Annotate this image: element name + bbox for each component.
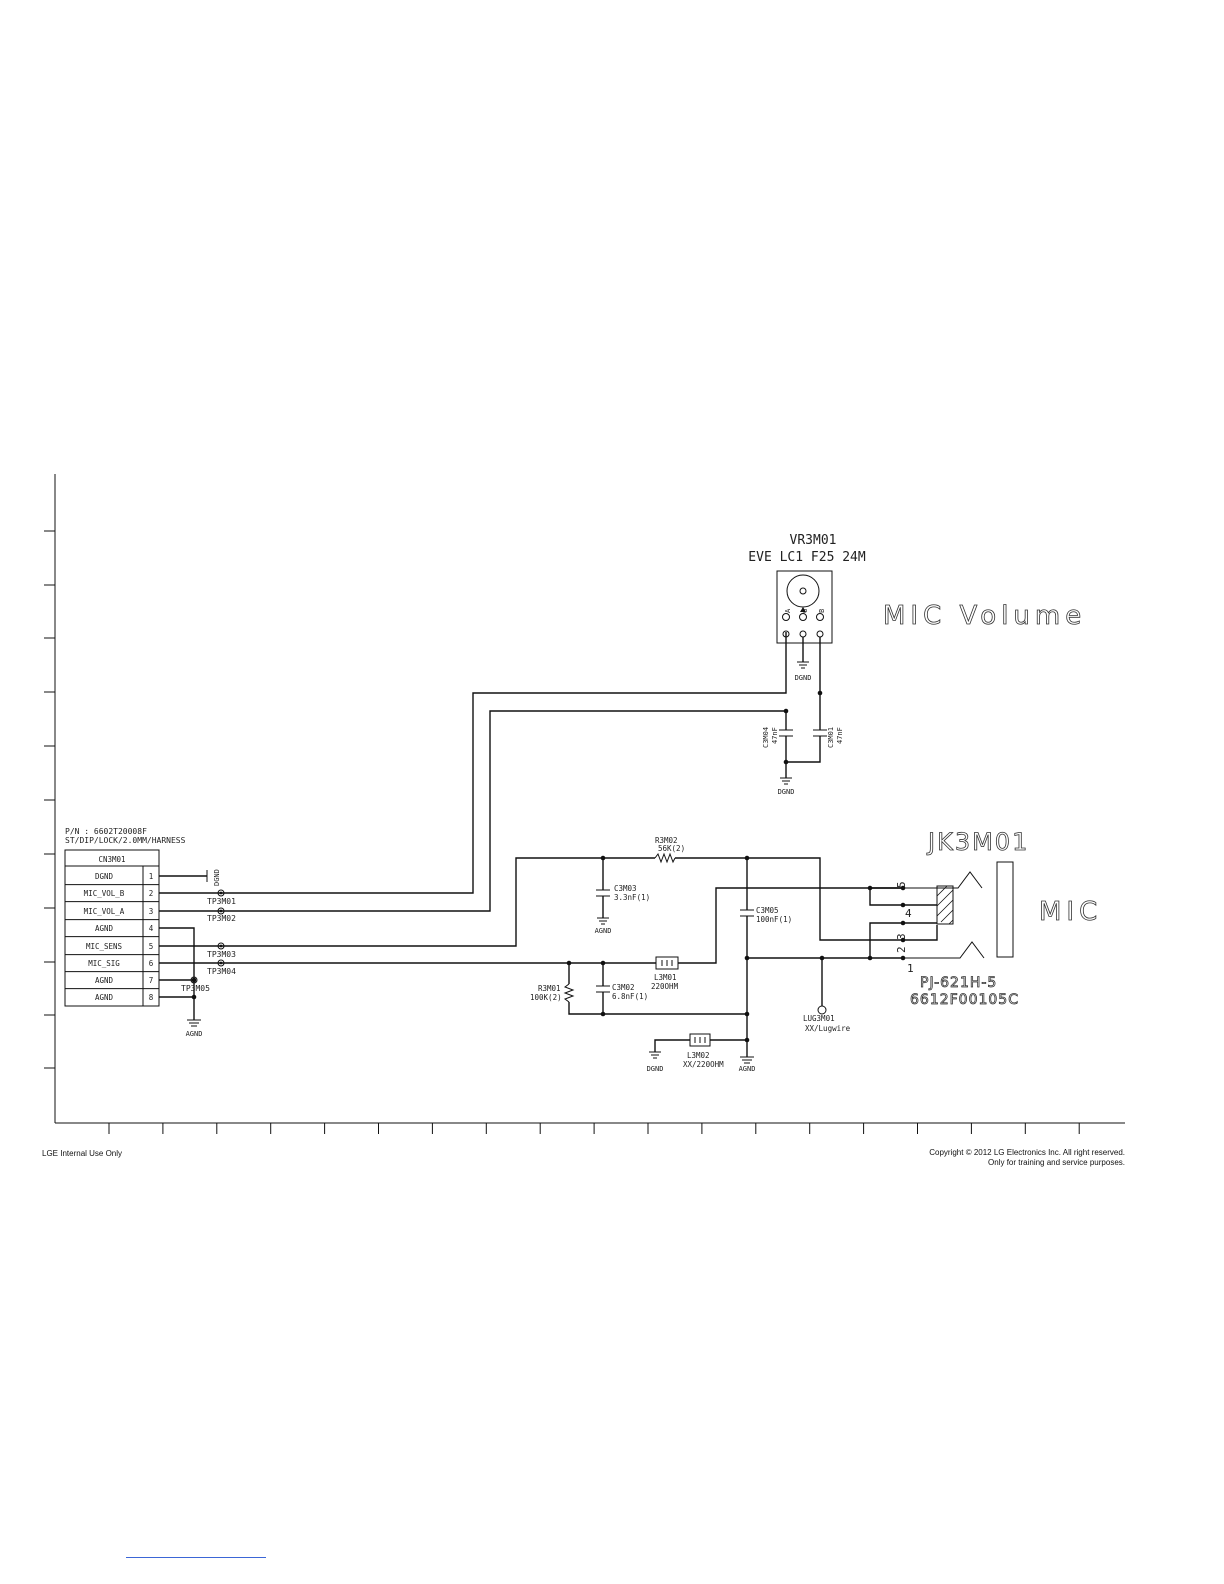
connector-pin-label: MIC_SIG [88, 959, 120, 968]
volume-pin-g: G [801, 609, 809, 613]
jack-pin-2: 2 [895, 946, 908, 953]
volume-knob-icon [786, 574, 820, 608]
footer-purpose: Only for training and service purposes. [988, 1158, 1125, 1167]
l3m02-ref: L3M02 [687, 1051, 710, 1060]
blue-rule [126, 1557, 266, 1558]
connector-ref: CN3M01 [98, 855, 125, 864]
c3m01-value: 47nF [836, 727, 844, 744]
connector-pn: P/N : 6602T20008F [65, 827, 147, 836]
l3m02-value: XX/220OHM [683, 1060, 724, 1069]
c3m02-value: 6.8nF(1) [612, 992, 648, 1001]
connector-pin-label: DGND [95, 872, 114, 881]
caps-top: DGND C3M04 47nF C3M01 47nF [762, 637, 844, 796]
jack-pn: 6612F00105C [910, 992, 1019, 1008]
tp3m01-label: TP3M01 [207, 897, 236, 906]
volume-part: EVE LC1 F25 24M [748, 550, 866, 565]
connector-spec: ST/DIP/LOCK/2.0MM/HARNESS [65, 836, 186, 845]
r3m02-value: 56K(2) [658, 844, 685, 853]
connector-pin-number: 4 [149, 924, 154, 933]
signal-filter: R3M01 100K(2) C3M02 6.8nF(1) L3M01 220OH… [530, 956, 747, 1017]
lug-lug3m01: LUG3M01 XX/Lugwire [747, 955, 903, 1033]
footer-left: LGE Internal Use Only [42, 1149, 122, 1158]
c3m03-ref: C3M03 [614, 884, 637, 893]
tp3m04-label: TP3M04 [207, 967, 236, 976]
ferrite-l3m02: L3M02 XX/220OHM DGND AGND [647, 1033, 756, 1073]
tp3m02-label: TP3M02 [207, 914, 236, 923]
footer-copyright: Copyright © 2012 LG Electronics Inc. All… [929, 1148, 1125, 1157]
l3m01-value: 220OHM [651, 982, 679, 991]
tp3m03-label: TP3M03 [207, 950, 236, 959]
l3m01-ref: L3M01 [654, 973, 677, 982]
connector-wires [159, 632, 903, 964]
r3m01-value: 100K(2) [530, 993, 562, 1002]
resistor-r3m02: R3M02 56K(2) [600, 836, 750, 864]
connector-pin-label: MIC_VOL_A [84, 907, 125, 916]
testpoints: TP3M01 TP3M02 TP3M03 TP3M04 TP3M05 [181, 889, 236, 993]
c3m04-ref: C3M04 [762, 727, 770, 748]
jack-title: MIC [1039, 897, 1102, 927]
pin1-net-label: DGND [213, 869, 221, 886]
connector-pin-label: MIC_SENS [86, 942, 123, 951]
c3m05-ref: C3M05 [756, 906, 779, 915]
volume-ref: VR3M01 [790, 533, 837, 548]
connector-pin-number: 3 [149, 907, 154, 916]
lug-value: XX/Lugwire [805, 1024, 851, 1033]
frame [44, 474, 1125, 1134]
connector-pin-label: AGND [95, 993, 114, 1002]
volume-title: MIC Volume [883, 601, 1086, 631]
ground-agnd-label: AGND [739, 1065, 756, 1073]
c3m05-value: 100nF(1) [756, 915, 792, 924]
jack-pin-5: 5 [895, 881, 908, 888]
connector-pin-label: MIC_VOL_B [84, 889, 125, 898]
jack-pin-1: 1 [907, 962, 914, 975]
lug-ref: LUG3M01 [803, 1014, 835, 1023]
c3m03-value: 3.3nF(1) [614, 893, 650, 902]
jack-pin-3: 3 [895, 933, 908, 940]
connector-pin-number: 8 [149, 993, 154, 1002]
c3m03-gnd: AGND [595, 927, 612, 935]
connector-cn3m01: P/N : 6602T20008F ST/DIP/LOCK/2.0MM/HARN… [64, 827, 186, 1007]
connector-pin-label: AGND [95, 976, 114, 985]
c3m02-ref: C3M02 [612, 983, 635, 992]
connector-pin-number: 7 [149, 976, 154, 985]
connector-pin-number: 5 [149, 942, 154, 951]
connector-pin-number: 6 [149, 959, 154, 968]
connector-pin-label: AGND [95, 924, 114, 933]
jack-jk3m01: JK3M01 5 4 3 2 1 PJ-621H-5 6612F [867, 828, 1102, 1008]
caps-top-gnd: DGND [778, 788, 795, 796]
c3m04-value: 47nF [771, 727, 779, 744]
volume-pin-b: B [818, 609, 826, 613]
connector-gnd-label: AGND [186, 1030, 203, 1038]
agnd-bus: AGND [159, 927, 203, 1038]
connector-pin-number: 1 [149, 872, 154, 881]
ground-dgnd-label: DGND [647, 1065, 664, 1073]
volume-pin-a: A [784, 608, 792, 613]
connector-pin-number: 2 [149, 889, 154, 898]
jack-part: PJ-621H-5 [920, 975, 997, 991]
cap-c3m03: C3M03 3.3nF(1) AGND [595, 858, 650, 935]
r3m01-ref: R3M01 [538, 984, 561, 993]
volume-vr3m01: VR3M01 EVE LC1 F25 24M A G B DGND MIC Vo… [748, 533, 1086, 682]
pin1-ground: DGND [159, 869, 221, 886]
volume-gnd-label: DGND [795, 674, 812, 682]
tp3m05-label: TP3M05 [181, 984, 210, 993]
jack-pin-4: 4 [905, 907, 912, 920]
c3m01-ref: C3M01 [827, 727, 835, 748]
footer: LGE Internal Use Only Copyright © 2012 L… [42, 1148, 1125, 1167]
jack-ref: JK3M01 [926, 828, 1029, 856]
r3m02-ref: R3M02 [655, 836, 678, 845]
